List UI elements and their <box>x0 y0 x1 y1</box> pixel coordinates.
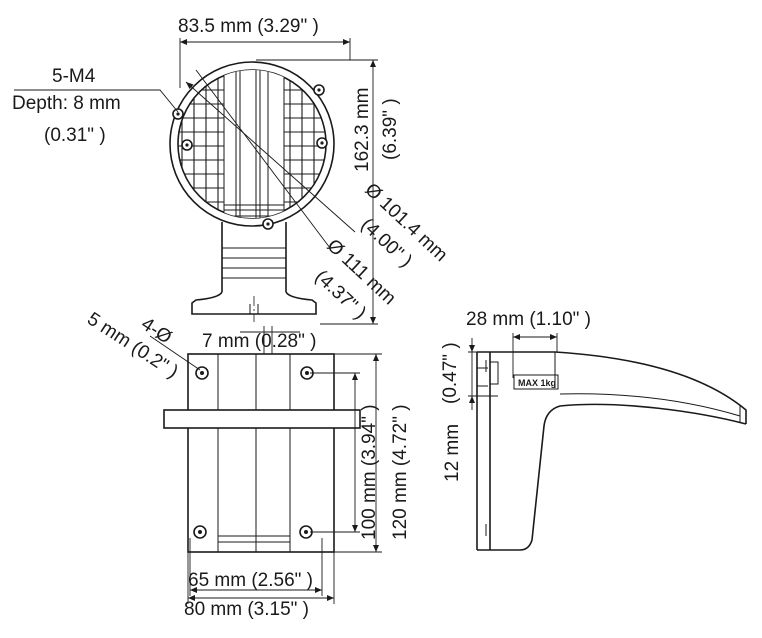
screw-callout: 5-M4 Depth: 8 mm (0.31" ) <box>12 66 179 146</box>
dim-inner-width: 65 mm (2.56" ) <box>188 538 323 596</box>
inner-height-label: 100 mm (3.94" ) <box>359 404 380 540</box>
base-plate <box>163 353 361 553</box>
outer-height-label: 120 mm (4.72" ) <box>390 404 411 540</box>
rib-grid <box>178 70 326 218</box>
side-thickness-label-2: (0.47" ) <box>440 342 461 404</box>
dim-side-depth: 28 mm (1.10" ) <box>466 309 591 378</box>
side-arm-profile <box>476 351 747 551</box>
dim-inner-height: 100 mm (3.94" ) <box>310 372 380 540</box>
inner-width-label: 65 mm (2.56" ) <box>188 570 313 591</box>
dim-outer-width: 80 mm (3.15" ) <box>184 552 335 620</box>
dim-outer-height: 120 mm (4.72" ) <box>334 353 411 553</box>
dim-gap: 7 mm (0.28" ) <box>202 326 316 354</box>
bottom-view: 4-Ø 5 mm (0.2" ) 7 mm (0.28" ) 100 mm (3… <box>83 309 411 620</box>
dim-front-height: 162.3 mm (6.39" ) <box>256 59 401 325</box>
screw-label-3: (0.31" ) <box>44 125 106 146</box>
screw-label-1: 5-M4 <box>52 66 96 87</box>
hole-callout: 4-Ø 5 mm (0.2" ) <box>83 309 201 383</box>
front-height-label-1: 162.3 mm <box>352 88 373 172</box>
max-load-plate: MAX 1kg <box>513 374 559 390</box>
side-view: MAX 1kg 28 mm (1.10" ) 12 mm (0.47" ) <box>440 309 747 551</box>
front-view: 83.5 mm (3.29" ) 162.3 mm (6.39" ) Ø 101… <box>12 16 451 325</box>
dim-front-width: 83.5 mm (3.29" ) <box>178 16 351 88</box>
gap-label: 7 mm (0.28" ) <box>202 331 316 352</box>
outer-width-label: 80 mm (3.15" ) <box>184 599 309 620</box>
front-arm <box>191 222 317 322</box>
side-depth-label: 28 mm (1.10" ) <box>466 309 591 330</box>
front-width-label: 83.5 mm (3.29" ) <box>178 16 319 37</box>
hole-label-2: 5 mm (0.2" ) <box>83 309 182 383</box>
side-thickness-label-1: 12 mm <box>442 424 463 482</box>
dim-side-thickness: 12 mm (0.47" ) <box>440 338 498 482</box>
front-height-label-2: (6.39" ) <box>380 98 401 160</box>
max-load-label: MAX 1kg <box>518 378 556 388</box>
screw-label-2: Depth: 8 mm <box>12 93 121 114</box>
